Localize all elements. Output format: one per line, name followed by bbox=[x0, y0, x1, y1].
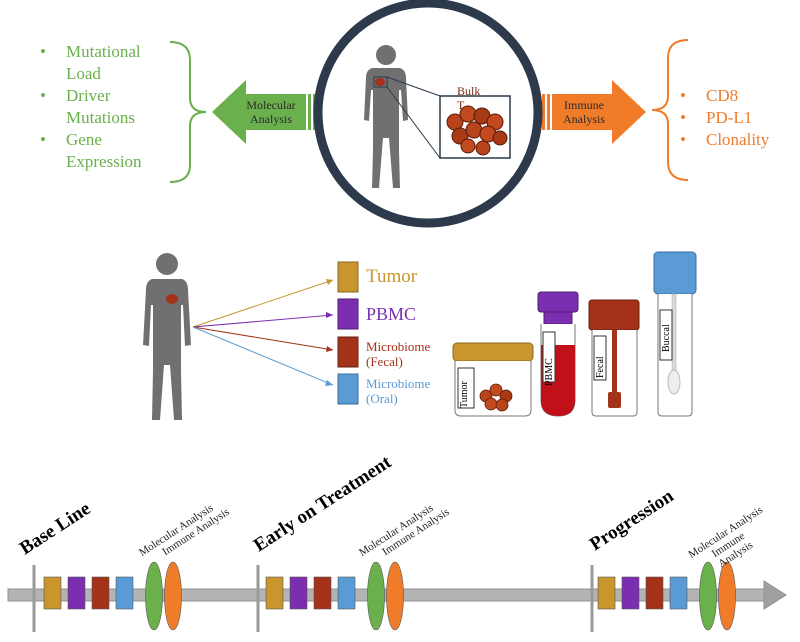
timeline-sample-oral-1 bbox=[115, 576, 134, 610]
right-brace bbox=[651, 39, 689, 181]
legend-swatch-tumor bbox=[337, 261, 359, 293]
body-silhouette-b bbox=[143, 253, 191, 420]
list-item: •Clonality bbox=[680, 130, 770, 149]
timeline-sample-oral-2 bbox=[337, 576, 356, 610]
list-item: •PD-L1 bbox=[680, 108, 753, 127]
timeline-sample-fecal-3 bbox=[645, 576, 664, 610]
left-brace bbox=[169, 41, 207, 183]
immune-analysis-arrow bbox=[542, 80, 646, 144]
timeline-sample-pbmc-2 bbox=[289, 576, 308, 610]
patient-circle bbox=[313, 0, 543, 228]
fecal-tube bbox=[588, 299, 640, 417]
timeline-immune-analysis-1 bbox=[164, 561, 182, 631]
tumor-cluster-icon bbox=[446, 105, 508, 156]
timeline-sample-fecal-1 bbox=[91, 576, 110, 610]
timeline-sample-tumor-2 bbox=[265, 576, 284, 610]
timeline-sample-tumor-1 bbox=[43, 576, 62, 610]
legend-oral-label: Microbiome(Oral) bbox=[366, 376, 431, 406]
timeline-sample-oral-3 bbox=[669, 576, 688, 610]
pbmc-tube-label: PBMC bbox=[544, 358, 555, 386]
legend-fecal-label: Microbiome(Fecal) bbox=[366, 339, 431, 369]
timeline-sample-fecal-2 bbox=[313, 576, 332, 610]
tumor-jar bbox=[452, 342, 534, 417]
fecal-tube-label: Fecal bbox=[595, 356, 606, 378]
timeline-sample-pbmc-3 bbox=[621, 576, 640, 610]
buccal-tube bbox=[653, 251, 697, 417]
buccal-tube-label: Buccal bbox=[661, 324, 672, 352]
immune-analysis-list: •CD8 •PD-L1 •Clonality bbox=[680, 85, 769, 151]
legend-swatch-oral bbox=[337, 373, 359, 405]
tumor-zoom-box bbox=[439, 95, 511, 159]
timeline-immune-analysis-3 bbox=[718, 561, 736, 631]
legend-swatch-pbmc bbox=[337, 298, 359, 330]
list-item: •CD8 bbox=[680, 86, 739, 105]
legend-pbmc-label: PBMC bbox=[366, 304, 417, 324]
legend-tumor-label: Tumor bbox=[366, 266, 418, 287]
body-silhouette bbox=[364, 45, 408, 188]
timeline-immune-analysis-2 bbox=[386, 561, 404, 631]
timeline-molecular-analysis-2 bbox=[367, 561, 385, 631]
pbmc-tube bbox=[537, 291, 579, 417]
timeline-sample-tumor-3 bbox=[597, 576, 616, 610]
legend-swatch-fecal bbox=[337, 336, 359, 368]
timeline-molecular-analysis-3 bbox=[699, 561, 717, 631]
timeline-molecular-analysis-1 bbox=[145, 561, 163, 631]
timeline-sample-pbmc-1 bbox=[67, 576, 86, 610]
